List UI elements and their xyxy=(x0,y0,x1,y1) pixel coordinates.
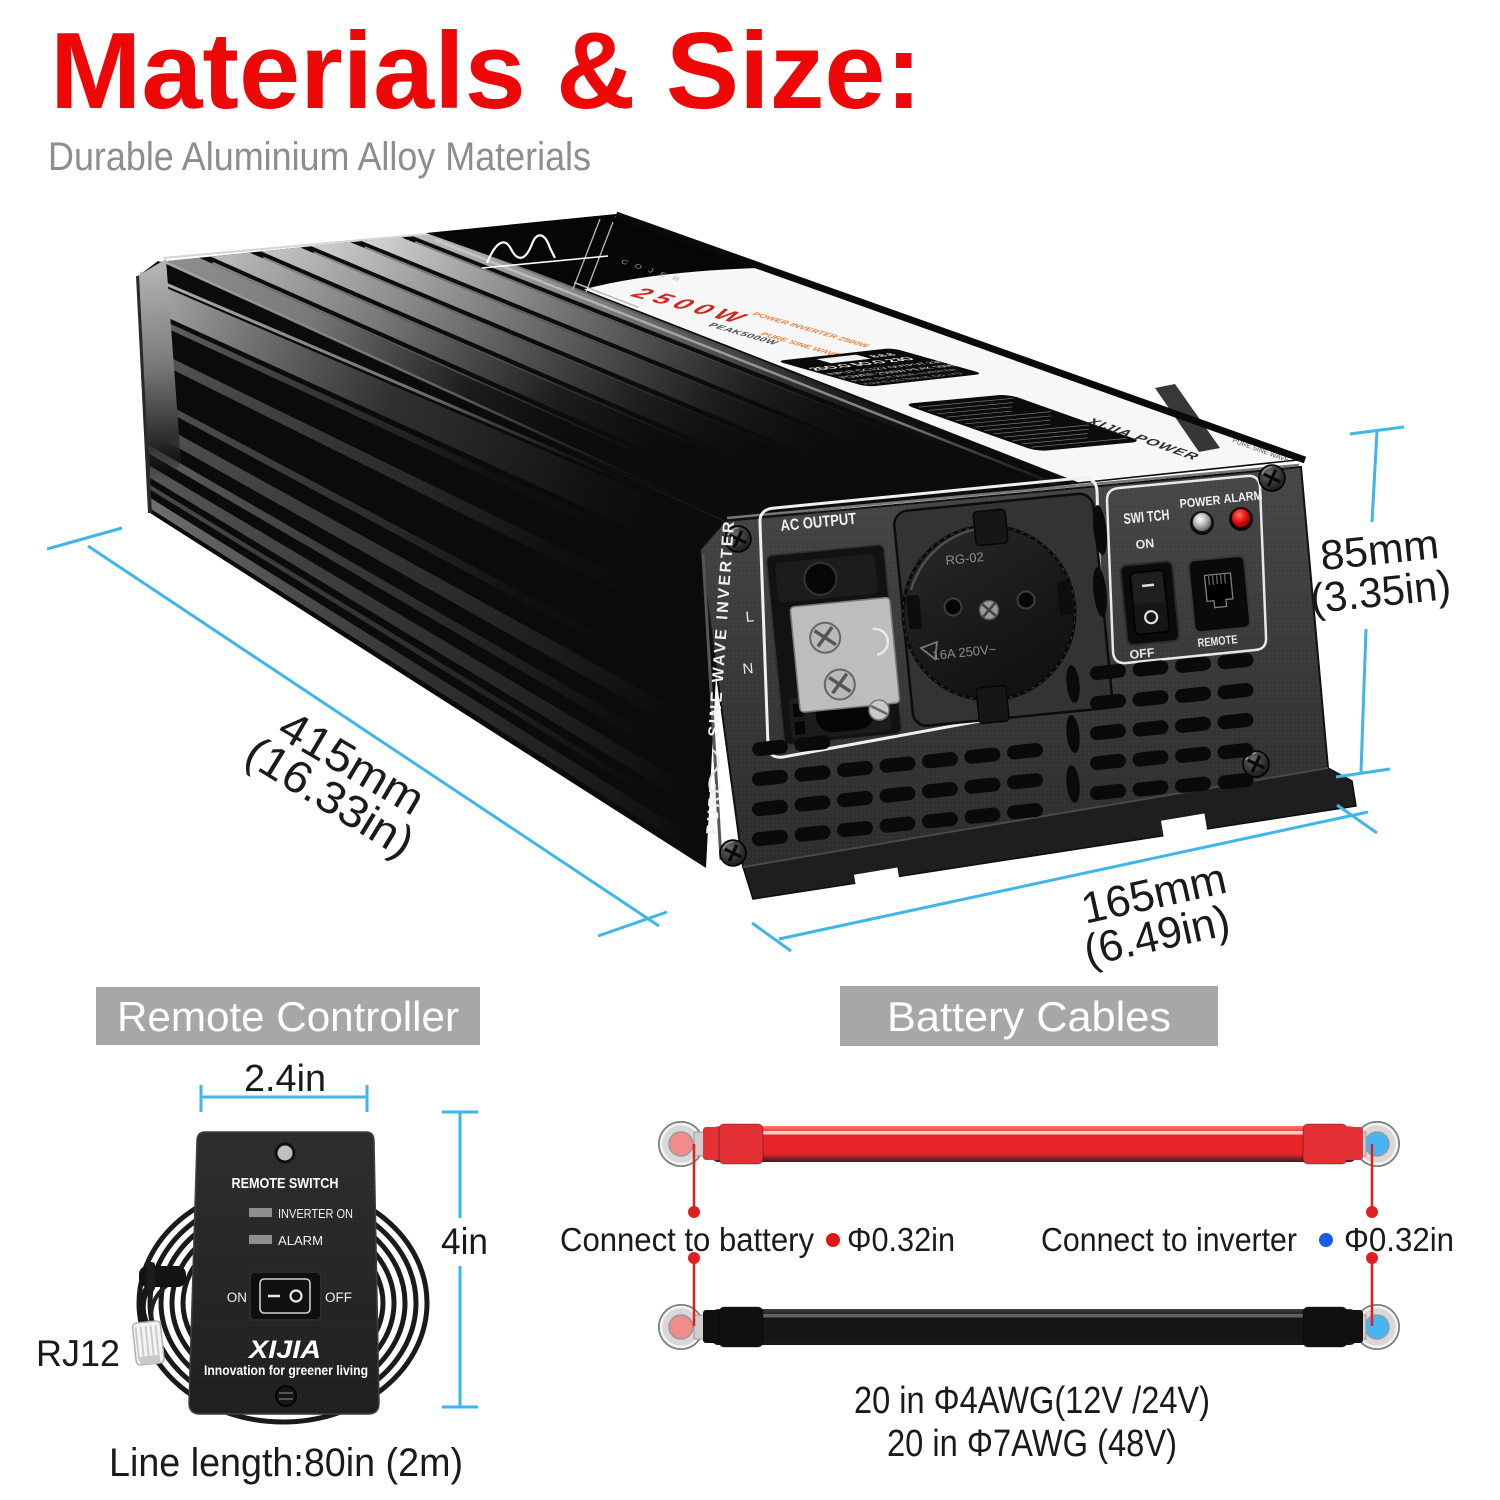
svg-text:2.4in: 2.4in xyxy=(244,1058,326,1100)
svg-text:20 in Φ4AWG(12V /24V): 20 in Φ4AWG(12V /24V) xyxy=(854,1380,1210,1422)
svg-text:PURE: PURE xyxy=(704,780,725,836)
svg-text:ALARM: ALARM xyxy=(1223,488,1263,506)
svg-text:Durable Aluminium Alloy Materi: Durable Aluminium Alloy Materials xyxy=(48,135,591,179)
svg-text:REMOTE SWITCH: REMOTE SWITCH xyxy=(232,1175,339,1192)
svg-text:OFF: OFF xyxy=(325,1290,352,1305)
svg-text:SWI TCH: SWI TCH xyxy=(1123,507,1170,528)
svg-text:L: L xyxy=(745,608,755,626)
svg-text:4in: 4in xyxy=(441,1221,488,1262)
svg-text:INVERTER ON: INVERTER ON xyxy=(278,1207,353,1221)
svg-text:OFF: OFF xyxy=(1129,646,1156,662)
svg-text:Connect to inverter: Connect to inverter xyxy=(1041,1221,1297,1258)
svg-text:RJ12: RJ12 xyxy=(36,1333,120,1374)
svg-text:Connect to battery: Connect to battery xyxy=(560,1221,814,1258)
svg-text:ALARM: ALARM xyxy=(278,1234,323,1248)
svg-text:ON: ON xyxy=(227,1290,247,1305)
svg-text:20 in Φ7AWG (48V): 20 in Φ7AWG (48V) xyxy=(887,1423,1177,1465)
svg-text:16A 250V~: 16A 250V~ xyxy=(932,641,998,663)
svg-text:RG-02: RG-02 xyxy=(945,549,985,568)
svg-text:ON: ON xyxy=(1135,536,1155,552)
svg-text:REMOTE: REMOTE xyxy=(1197,632,1238,650)
svg-text:Remote Controller: Remote Controller xyxy=(117,993,459,1040)
svg-text:Φ0.32in: Φ0.32in xyxy=(847,1221,955,1258)
svg-text:8.8.8: 8.8.8 xyxy=(867,353,900,359)
svg-text:POWER: POWER xyxy=(1179,493,1221,511)
svg-text:Φ0.32in: Φ0.32in xyxy=(1344,1221,1454,1258)
svg-text:Innovation for greener living: Innovation for greener living xyxy=(204,1362,368,1378)
svg-text:Battery Cables: Battery Cables xyxy=(887,993,1171,1040)
svg-text:N: N xyxy=(742,660,754,678)
svg-text:Line length:80in (2m): Line length:80in (2m) xyxy=(109,1441,463,1485)
svg-text:XIJIA: XIJIA xyxy=(247,1336,321,1364)
svg-text:Materials & Size:: Materials & Size: xyxy=(50,10,922,132)
